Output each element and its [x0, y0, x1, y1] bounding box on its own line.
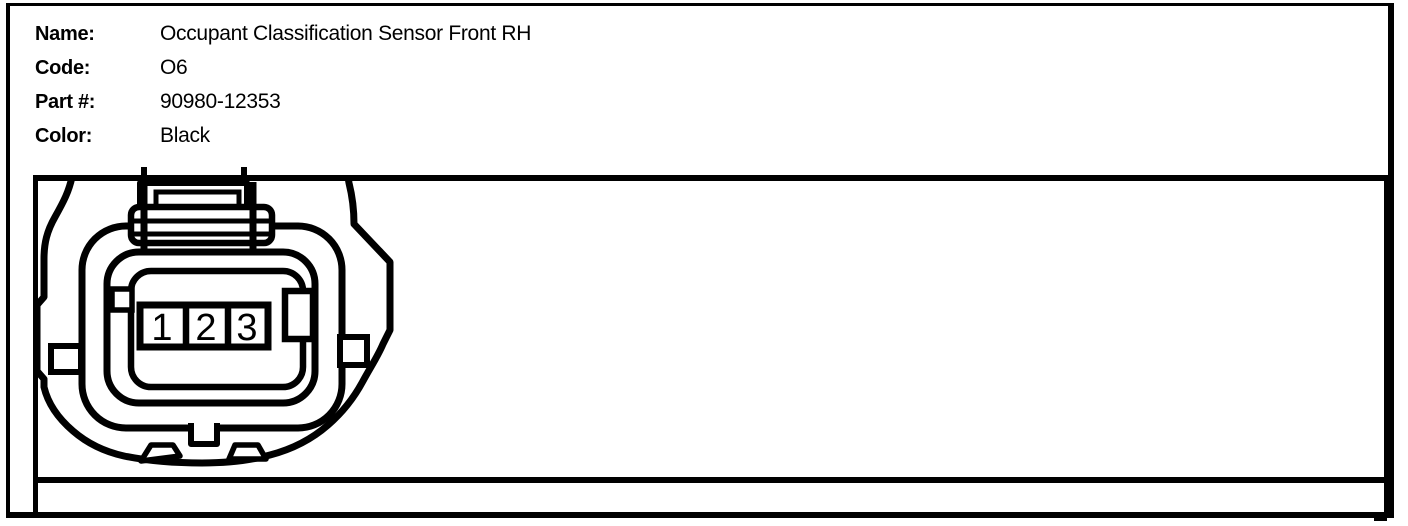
- field-row-color: Color: Black: [35, 119, 531, 153]
- field-row-name: Name: Occupant Classification Sensor Fro…: [35, 17, 531, 51]
- field-row-code: Code: O6: [35, 51, 531, 85]
- field-value-part-number: 90980-12353: [160, 90, 281, 113]
- field-label-part-number: Part #:: [35, 90, 96, 113]
- field-row-part-number: Part #: 90980-12353: [35, 85, 531, 119]
- header-block: Name: Occupant Classification Sensor Fro…: [35, 17, 531, 153]
- field-value-color: Black: [160, 124, 210, 147]
- table-row-divider: [38, 477, 1384, 483]
- bottom-right-artifact: [1374, 517, 1387, 521]
- diagram-table-box: [33, 175, 1390, 518]
- field-label-name: Name:: [35, 22, 95, 45]
- field-label-color: Color:: [35, 124, 93, 147]
- field-label-code: Code:: [35, 56, 91, 79]
- field-value-code: O6: [160, 56, 188, 79]
- field-value-name: Occupant Classification Sensor Front RH: [160, 22, 532, 45]
